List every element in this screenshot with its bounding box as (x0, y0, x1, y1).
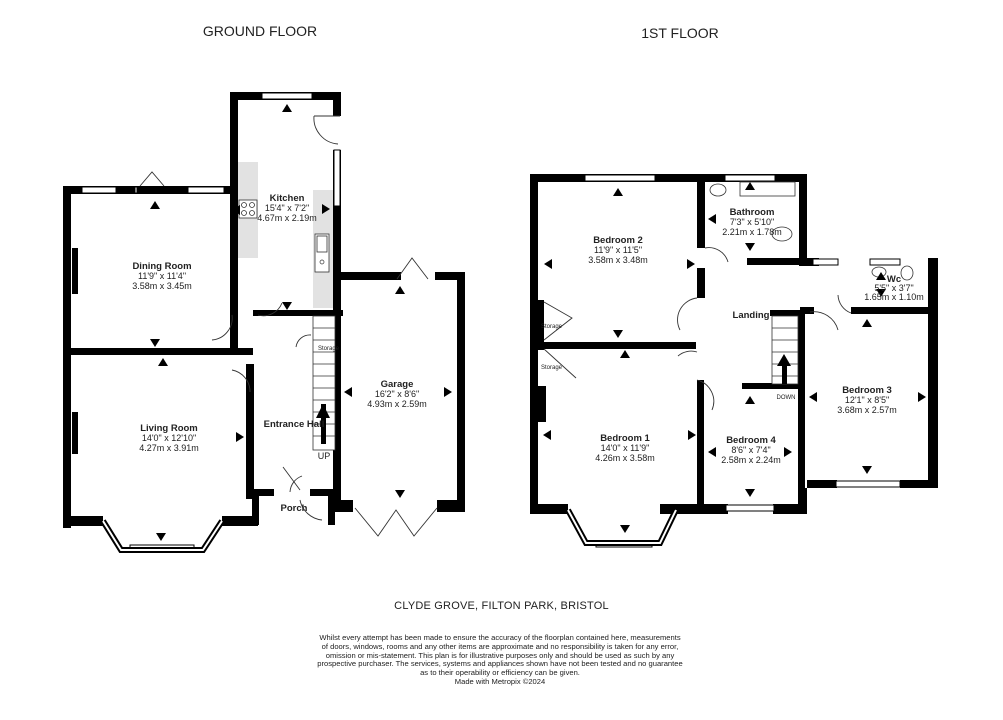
porch-name: Porch (281, 503, 308, 514)
disclaimer-line: prospective purchaser. The services, sys… (317, 659, 683, 669)
first-floor-title: 1ST FLOOR (641, 25, 719, 41)
bath-fixtures (709, 181, 914, 281)
down-label: DOWN (777, 395, 796, 401)
bed3-name: Bedroom 3 (842, 385, 892, 396)
storage-door (295, 334, 312, 348)
bath-imperial: 7'3" x 5'10" (730, 217, 774, 227)
dining-imperial: 11'9" x 11'4" (138, 271, 186, 281)
kitchen-back-door (313, 115, 340, 145)
disclaimer-line: Whilst every attempt has been made to en… (319, 633, 681, 642)
storage-label-a: Storage (541, 324, 563, 330)
bed4-imperial: 8'6" x 7'4" (731, 445, 770, 455)
hall-name: Entrance Hall (264, 419, 325, 430)
garage-name: Garage (381, 379, 414, 390)
wc-name: Wc (887, 274, 901, 285)
bath-metric: 2.21m x 1.78m (722, 227, 782, 237)
living-imperial: 14'0" x 12'10" (142, 433, 196, 443)
dining-french-doors (139, 171, 165, 187)
wc-imperial: 5'5" x 3'7" (874, 283, 913, 293)
bed2-metric: 3.58m x 3.48m (588, 255, 648, 265)
sink (314, 233, 330, 273)
ground-stairs (312, 315, 336, 451)
bed1-imperial: 14'0" x 11'9" (601, 443, 650, 453)
hob (238, 199, 258, 219)
disclaimer: Whilst every attempt has been made to en… (300, 633, 700, 687)
metropix-credit: Made with Metropix ©2024 (454, 676, 546, 686)
bed4-metric: 2.58m x 2.24m (721, 455, 781, 465)
dining-door (211, 314, 233, 341)
landing-name: Landing (733, 310, 770, 321)
ground-windows (81, 92, 341, 552)
garage-rear-door (396, 257, 429, 280)
ground-walls (63, 92, 465, 528)
disclaimer-line: of doors, windows, rooms and any other i… (321, 641, 679, 651)
first-arrows (543, 182, 926, 533)
living-metric: 4.27m x 3.91m (139, 443, 199, 453)
living-door (231, 369, 251, 393)
hall-door (282, 466, 303, 493)
garage-metric: 4.93m x 2.59m (367, 399, 427, 409)
bed1-name: Bedroom 1 (600, 433, 650, 444)
first-doors (543, 247, 852, 411)
wc-metric: 1.65m x 1.10m (864, 292, 924, 302)
bath-name: Bathroom (730, 207, 775, 218)
disclaimer-line: omission or mis-statement. This plan is … (325, 650, 675, 660)
bed2-name: Bedroom 2 (593, 235, 643, 246)
bed3-metric: 3.68m x 2.57m (837, 405, 897, 415)
ground-arrows (150, 104, 452, 541)
living-name: Living Room (140, 423, 198, 434)
dining-name: Dining Room (132, 261, 191, 272)
ground-floor-title: GROUND FLOOR (203, 23, 317, 39)
first-floor-plan: Bedroom 2 11'9" x 11'5" 3.58m x 3.48m Ba… (530, 174, 938, 548)
kitchen-metric: 4.67m x 2.19m (257, 213, 317, 223)
ground-floor-plan: Kitchen 15'4" x 7'2" 4.67m x 2.19m Dinin… (63, 92, 465, 553)
first-stairs (771, 315, 799, 385)
storage-label-b: Storage (541, 365, 563, 371)
up-label: UP (318, 451, 331, 461)
bed2-imperial: 11'9" x 11'5" (594, 245, 642, 255)
bed4-name: Bedroom 4 (726, 435, 776, 446)
first-walls (530, 174, 938, 514)
kitchen-door (257, 302, 283, 317)
porch-door (299, 499, 323, 521)
bed1-metric: 4.26m x 3.58m (595, 453, 655, 463)
bed3-imperial: 12'1" x 8'5" (845, 395, 889, 405)
dining-metric: 3.58m x 3.45m (132, 281, 192, 291)
garage-imperial: 16'2" x 8'6" (375, 389, 419, 399)
kitchen-name: Kitchen (270, 193, 305, 204)
garage-front-doors (354, 507, 438, 537)
storage-label: Storage (318, 346, 340, 352)
property-address: CLYDE GROVE, FILTON PARK, BRISTOL (394, 600, 609, 612)
kitchen-imperial: 15'4" x 7'2" (265, 203, 309, 213)
disclaimer-line: as to their operability or efficiency ca… (420, 668, 580, 678)
